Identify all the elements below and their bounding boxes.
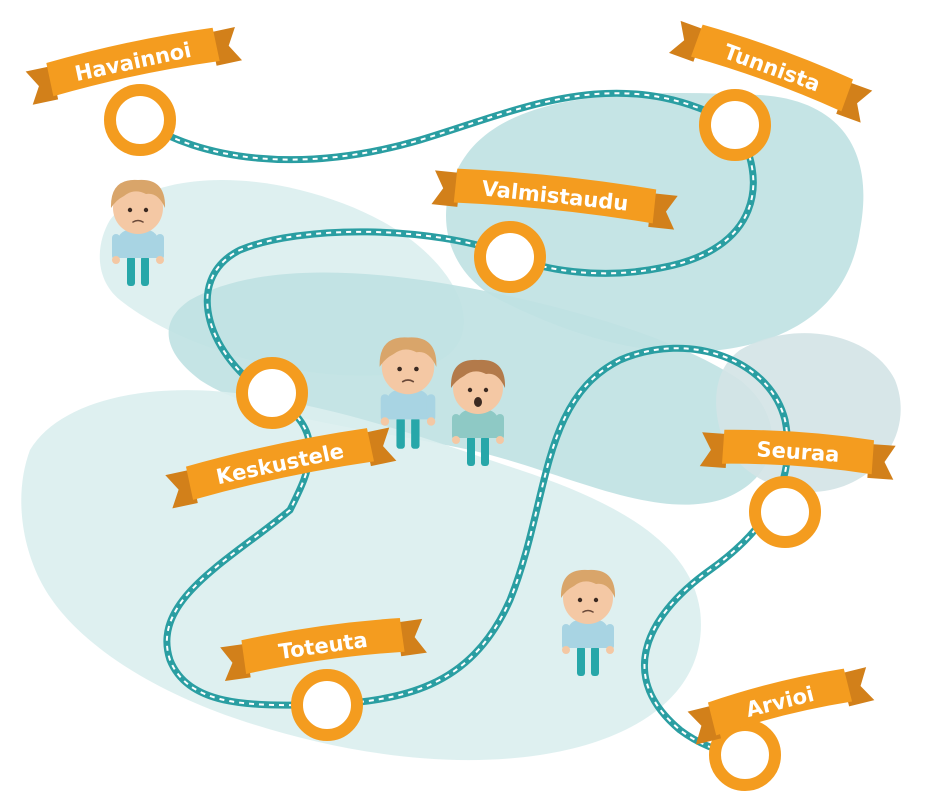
banner-tail-right — [648, 193, 678, 230]
banner-ribbon — [691, 24, 853, 112]
step-4: Keskustele — [165, 357, 397, 509]
step-banner: Valmistaudu — [431, 168, 678, 230]
step-1: Havainnoi — [25, 27, 243, 156]
banner-ribbon — [46, 27, 220, 97]
people-figures — [110, 179, 616, 676]
milestone-ring-icon — [709, 719, 781, 791]
step-label: Seuraa — [756, 437, 840, 467]
person-talking-icon — [450, 359, 506, 466]
banner-ribbon — [241, 618, 405, 674]
person-thinking-icon — [560, 569, 616, 676]
banner-tail-right — [867, 443, 896, 480]
step-banner: Arvioi — [687, 667, 875, 745]
step-3: Valmistaudu — [431, 168, 678, 293]
milestone-ring-icon — [291, 669, 363, 741]
banner-tail-left — [220, 643, 251, 681]
milestone-ring-icon — [699, 89, 771, 161]
banner-tail-right — [396, 618, 427, 657]
step-7: Arvioi — [687, 667, 875, 791]
person-thinking-icon — [110, 179, 166, 286]
milestone-ring-icon — [236, 357, 308, 429]
milestone-ring-icon — [474, 221, 546, 293]
step-banner: Seuraa — [699, 429, 896, 480]
banner-ribbon — [453, 168, 657, 224]
step-6: Seuraa — [699, 429, 896, 548]
person-thinking-icon — [379, 337, 437, 449]
step-2: Tunnista — [668, 20, 873, 161]
milestone-ring-icon — [104, 84, 176, 156]
banner-tail-left — [431, 170, 461, 207]
banner-ribbon — [185, 428, 375, 500]
banner-tail-left — [699, 432, 729, 468]
banner-ribbon — [721, 429, 875, 475]
banner-ribbon — [707, 668, 853, 736]
milestone-ring-icon — [749, 476, 821, 548]
